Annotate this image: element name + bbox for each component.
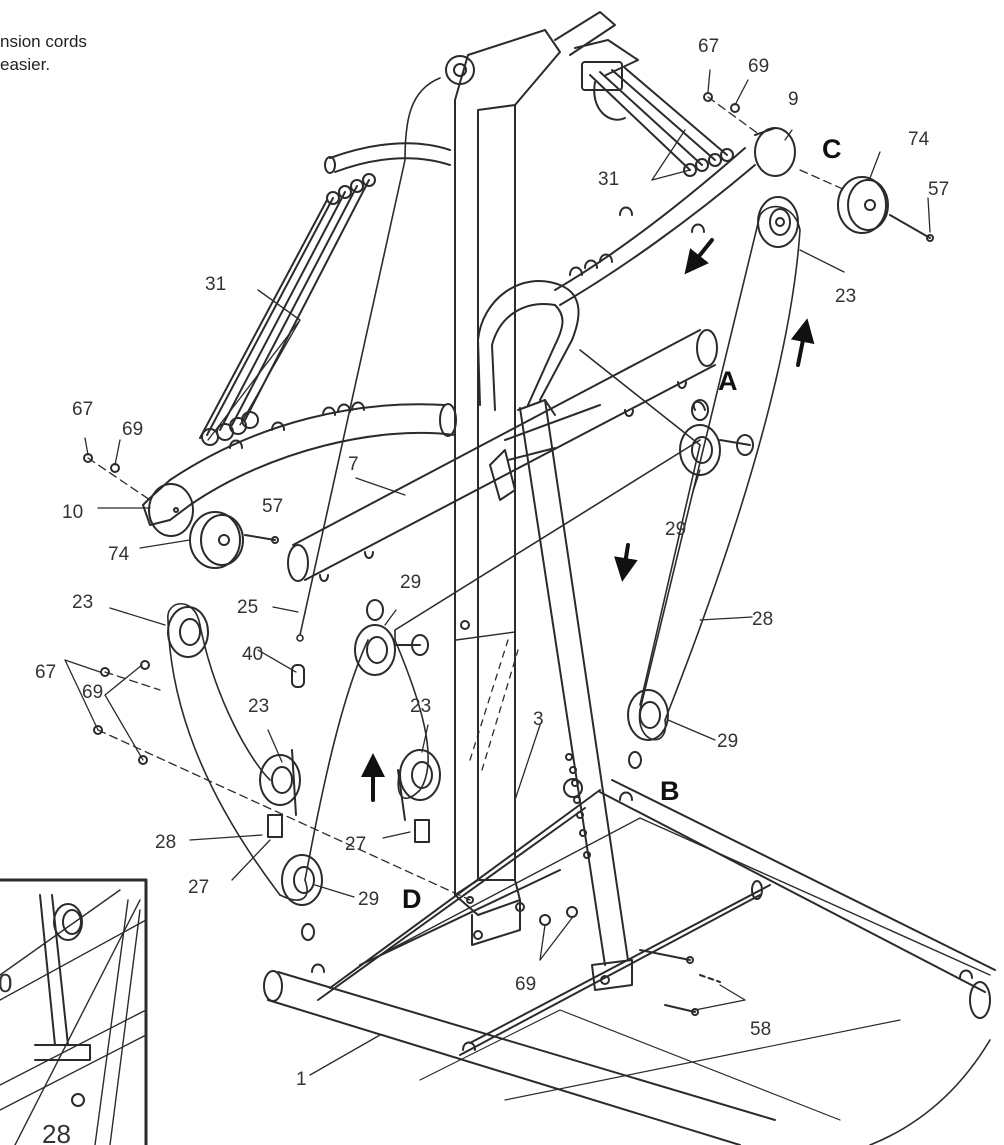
intro-text: nsion cords easier.: [0, 30, 87, 76]
callout-27-left: 27: [188, 877, 209, 898]
callout-23-left: 23: [72, 592, 93, 613]
callout-29-bottom: 29: [358, 889, 379, 910]
callout-10: 10: [62, 502, 83, 523]
callout-28-right: 28: [752, 609, 773, 630]
callout-58: 58: [750, 1019, 771, 1040]
callout-25: 25: [237, 597, 258, 618]
left-arm: [83, 401, 457, 569]
intro-line-2: easier.: [0, 55, 51, 74]
leader-lines: [64, 69, 931, 1076]
main-upright: [445, 11, 639, 946]
section-letter-c: C: [822, 134, 842, 164]
callout-31-top: 31: [598, 169, 619, 190]
callout-27-center: 27: [345, 834, 366, 855]
callout-31-left: 31: [205, 274, 226, 295]
section-letter-d: D: [402, 884, 422, 914]
callout-57-left: 57: [262, 496, 283, 517]
callout-7: 7: [348, 454, 359, 475]
callout-67-left: 67: [72, 399, 93, 420]
left-resistance-rods: [199, 142, 451, 446]
callout-23-mid: 23: [248, 696, 269, 717]
section-letter-a: A: [718, 366, 738, 396]
inset-label-bottom: 28: [42, 1119, 71, 1145]
inset-label-top: 0: [0, 968, 12, 998]
callout-69-lower-left: 69: [82, 682, 103, 703]
section-letter-b: B: [660, 776, 680, 806]
callout-3: 3: [533, 709, 544, 730]
callout-74-left: 74: [108, 544, 130, 565]
callout-40: 40: [242, 644, 263, 665]
callout-28-left: 28: [155, 832, 176, 853]
callout-74-right: 74: [908, 129, 930, 150]
inset-detail: [0, 878, 148, 1145]
intro-line-1: nsion cords: [0, 32, 87, 51]
motion-arrows: [361, 238, 815, 802]
callout-29-lower-right: 29: [717, 731, 738, 752]
right-resistance-rods: [589, 67, 734, 177]
callout-23-top: 23: [835, 286, 856, 307]
base-frame: [263, 779, 996, 1145]
callout-69-bottom: 69: [515, 974, 536, 995]
bench-beam: [287, 329, 718, 582]
callout-9: 9: [788, 89, 799, 110]
callout-29-right: 29: [665, 519, 686, 540]
pulleys: [167, 196, 799, 941]
seat-handle: [477, 280, 580, 411]
inset-labels: 0 28: [0, 968, 71, 1145]
cables: [167, 77, 801, 901]
callout-labels: 31 31 67 69 9 74 57 23 67 69 10 7 57 74 …: [35, 36, 949, 1090]
section-letters: A B C D: [402, 134, 842, 914]
callout-69-left: 69: [122, 419, 143, 440]
small-parts: [93, 660, 721, 1016]
right-arm: [554, 92, 934, 306]
callout-67-lower-left: 67: [35, 662, 56, 683]
callout-57-right: 57: [928, 179, 949, 200]
callout-1: 1: [296, 1069, 307, 1090]
callout-69-top: 69: [748, 56, 769, 77]
rear-leg: [517, 399, 633, 991]
callout-67-top: 67: [698, 36, 719, 57]
callout-29-top: 29: [400, 572, 421, 593]
callout-23-center: 23: [410, 696, 431, 717]
